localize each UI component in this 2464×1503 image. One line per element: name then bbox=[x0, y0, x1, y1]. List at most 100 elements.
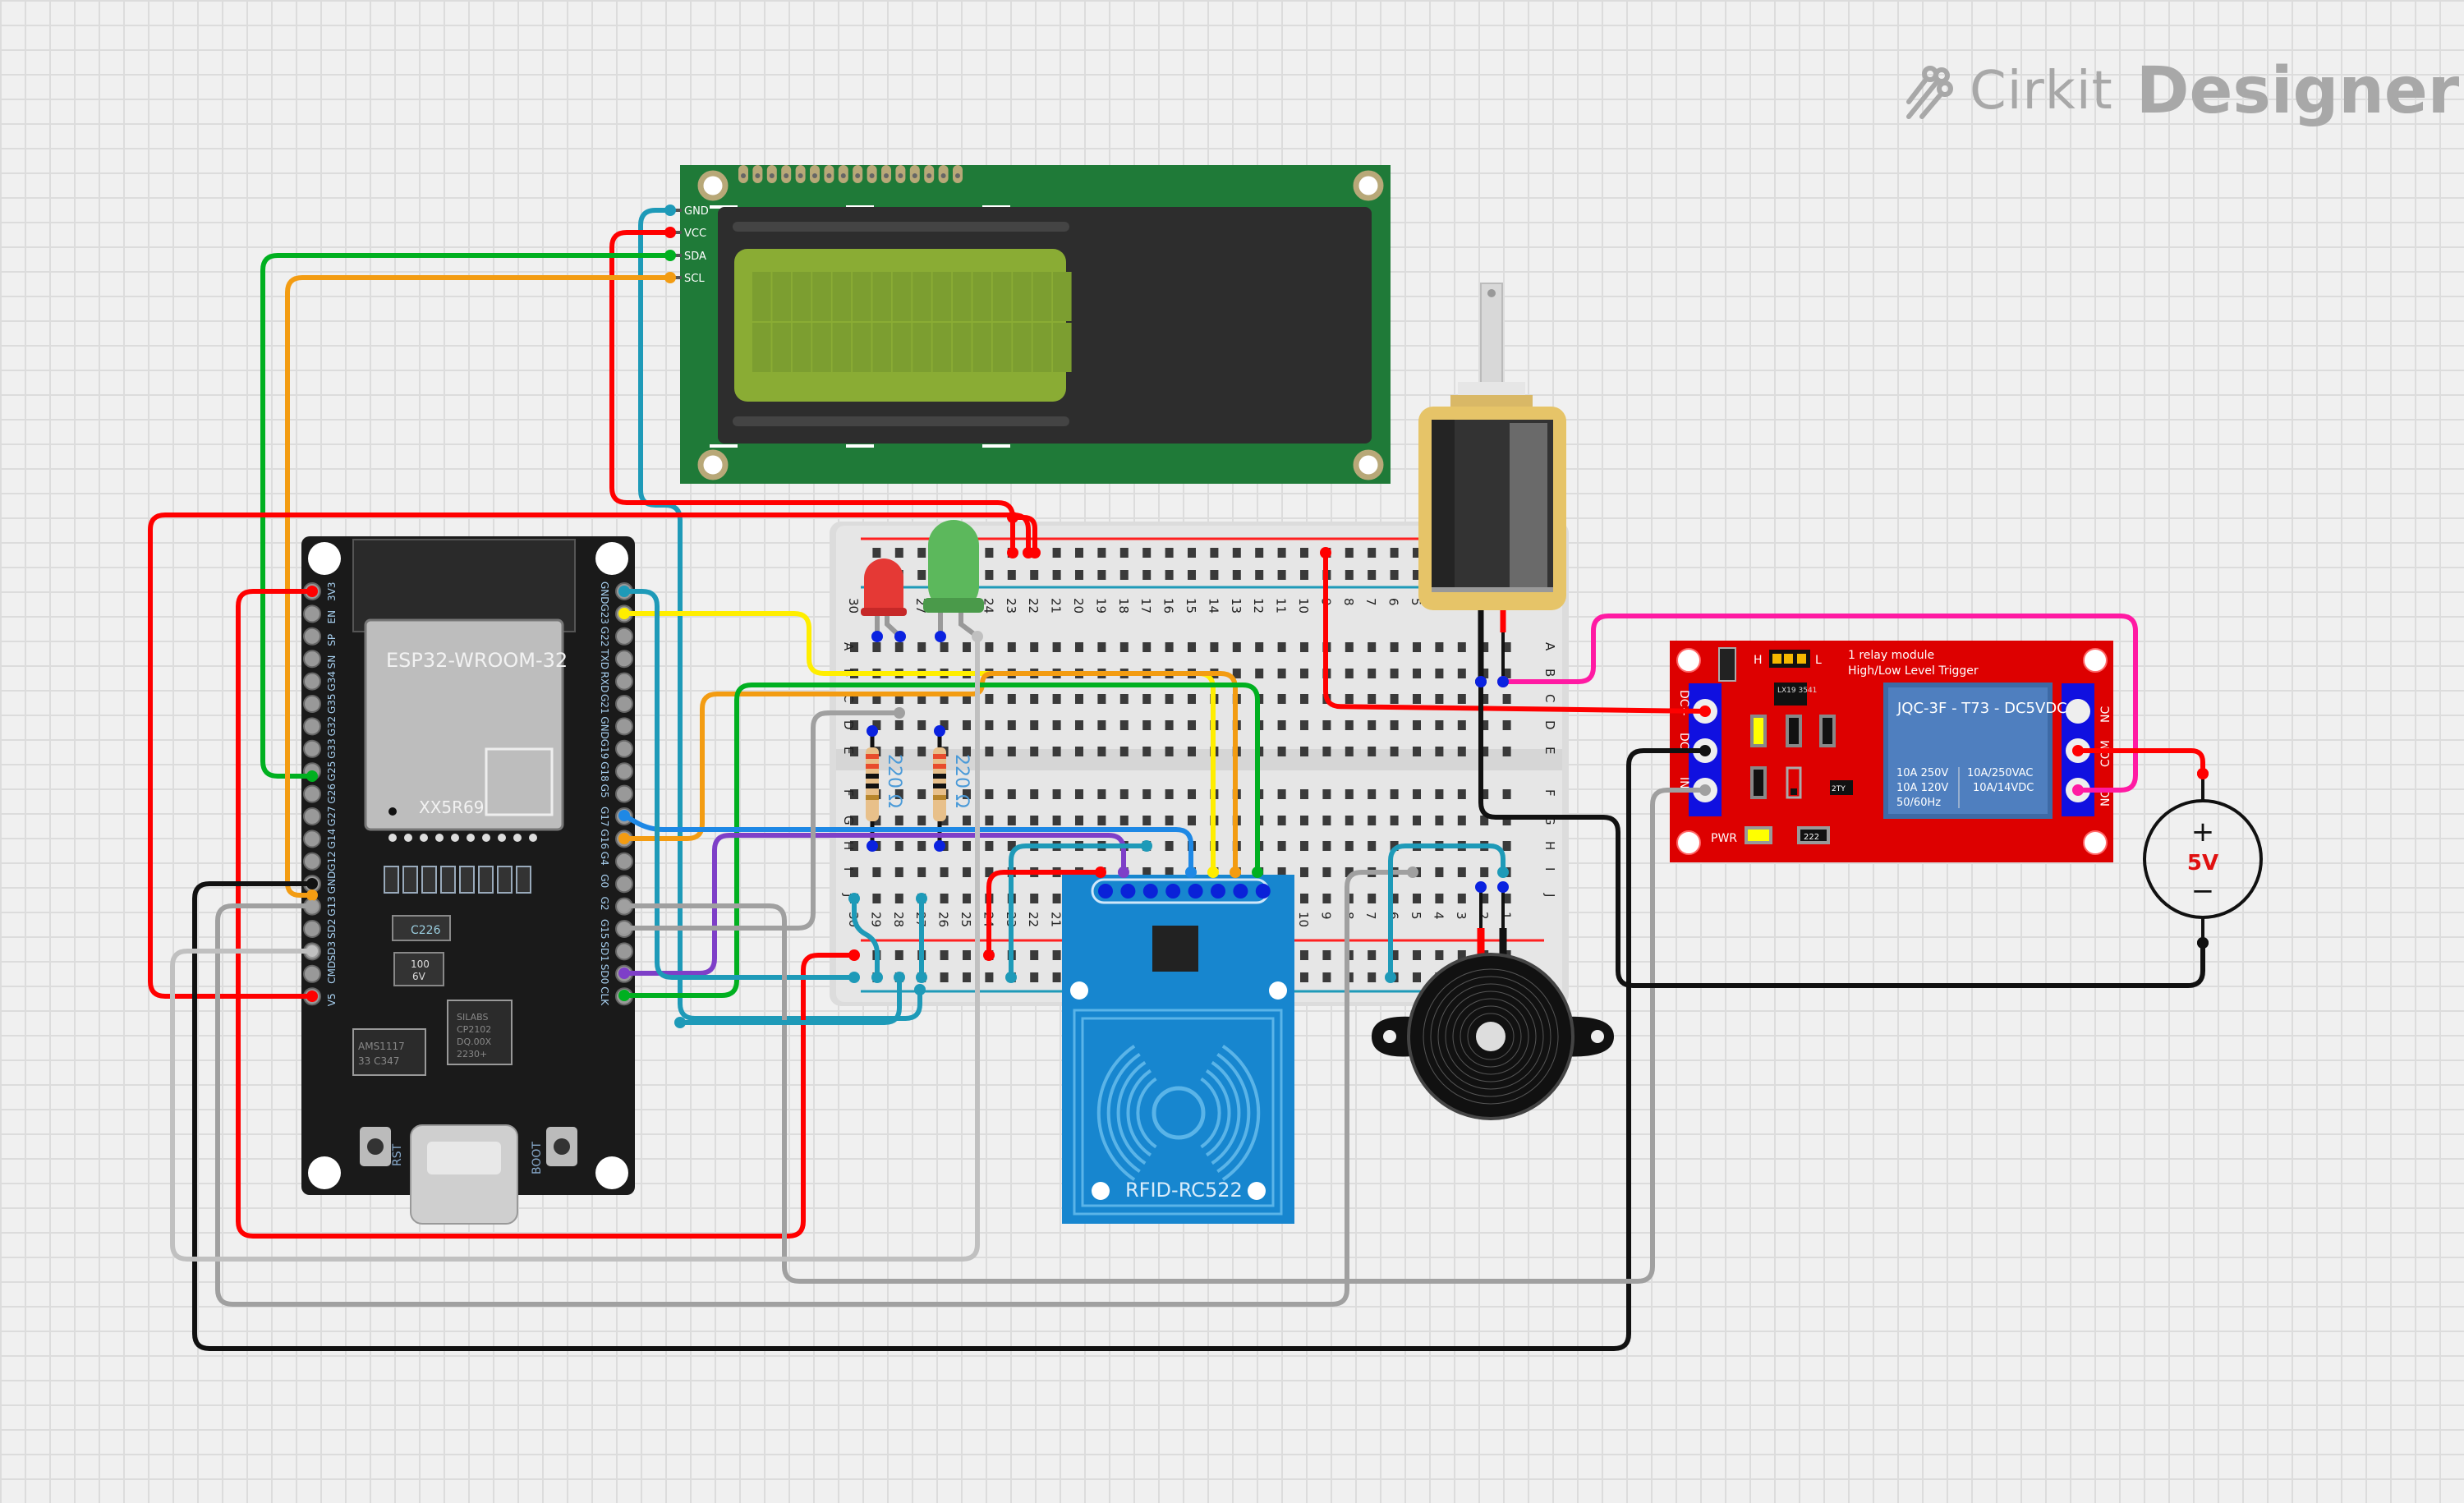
breadboard-hole[interactable] bbox=[872, 894, 881, 903]
esp32-pin[interactable] bbox=[303, 672, 321, 691]
breadboard-hole[interactable] bbox=[1322, 867, 1331, 877]
esp32-pin[interactable] bbox=[303, 920, 321, 938]
breadboard-hole[interactable] bbox=[1030, 747, 1039, 756]
breadboard-hole[interactable] bbox=[1368, 789, 1377, 799]
breadboard-hole[interactable] bbox=[1075, 642, 1083, 652]
breadboard-hole[interactable] bbox=[985, 720, 994, 730]
breadboard-hole[interactable] bbox=[1480, 867, 1489, 877]
rail-hole[interactable] bbox=[1119, 548, 1129, 558]
breadboard-hole[interactable] bbox=[872, 816, 881, 825]
breadboard-hole[interactable] bbox=[850, 867, 858, 877]
breadboard-hole[interactable] bbox=[917, 642, 926, 652]
breadboard-hole[interactable] bbox=[1390, 894, 1399, 903]
wire-endpoint[interactable] bbox=[618, 922, 630, 934]
breadboard-hole[interactable] bbox=[1457, 816, 1466, 825]
rail-hole[interactable] bbox=[940, 950, 949, 960]
breadboard-hole[interactable] bbox=[1413, 747, 1421, 756]
rfid-pin[interactable] bbox=[1142, 884, 1158, 899]
breadboard-hole[interactable] bbox=[940, 694, 949, 704]
wire-teal[interactable] bbox=[678, 975, 902, 1025]
breadboard-hole[interactable] bbox=[1142, 642, 1152, 652]
esp32-pin[interactable] bbox=[615, 672, 633, 691]
wire-black[interactable] bbox=[192, 748, 1708, 1351]
breadboard-hole[interactable] bbox=[872, 642, 881, 652]
wire-endpoint[interactable] bbox=[914, 984, 926, 995]
breadboard-hole[interactable] bbox=[1052, 694, 1061, 704]
breadboard-hole[interactable] bbox=[1232, 669, 1241, 678]
rail-hole[interactable] bbox=[963, 972, 971, 982]
breadboard-hole[interactable] bbox=[1300, 694, 1308, 704]
breadboard-hole[interactable] bbox=[1502, 720, 1511, 730]
wire-endpoint[interactable] bbox=[972, 631, 983, 642]
breadboard-hole[interactable] bbox=[1413, 669, 1421, 678]
wire-endpoint[interactable] bbox=[1252, 866, 1263, 878]
breadboard-hole[interactable] bbox=[1322, 747, 1331, 756]
esp32-pin[interactable] bbox=[615, 875, 633, 894]
esp32-pin[interactable] bbox=[303, 650, 321, 669]
breadboard-hole[interactable] bbox=[1277, 789, 1286, 799]
breadboard-hole[interactable] bbox=[963, 642, 971, 652]
breadboard-hole[interactable] bbox=[1075, 816, 1083, 825]
wire-gray[interactable] bbox=[622, 710, 902, 931]
esp32-pin[interactable] bbox=[303, 739, 321, 758]
breadboard-hole[interactable] bbox=[1007, 694, 1016, 704]
esp32-pin[interactable] bbox=[303, 852, 321, 871]
wire-endpoint[interactable] bbox=[306, 900, 318, 912]
piezo-buzzer[interactable] bbox=[1372, 887, 1614, 1120]
breadboard-hole[interactable] bbox=[894, 867, 903, 877]
breadboard-hole[interactable] bbox=[894, 894, 903, 903]
wire-endpoint[interactable] bbox=[618, 810, 630, 821]
wire-teal[interactable] bbox=[622, 589, 857, 980]
breadboard-hole[interactable] bbox=[1052, 894, 1061, 903]
wire-endpoint[interactable] bbox=[618, 586, 630, 597]
wire-teal[interactable] bbox=[638, 208, 922, 1021]
wire-endpoint[interactable] bbox=[894, 707, 905, 719]
breadboard-hole[interactable] bbox=[1502, 694, 1511, 704]
breadboard-hole[interactable] bbox=[1142, 867, 1152, 877]
rfid-pin[interactable] bbox=[1255, 884, 1271, 899]
wires[interactable] bbox=[148, 205, 2209, 1351]
breadboard-hole[interactable] bbox=[1165, 816, 1174, 825]
wire-endpoint[interactable] bbox=[848, 972, 860, 983]
breadboard-hole[interactable] bbox=[1345, 694, 1354, 704]
wire-black[interactable] bbox=[1478, 679, 2205, 988]
rail-hole[interactable] bbox=[1300, 972, 1308, 982]
breadboard-hole[interactable] bbox=[1300, 816, 1308, 825]
breadboard-hole[interactable] bbox=[1345, 867, 1354, 877]
wire-endpoint[interactable] bbox=[1699, 784, 1711, 796]
wire-teal[interactable] bbox=[852, 896, 880, 980]
breadboard-hole[interactable] bbox=[1097, 789, 1106, 799]
wire-endpoint[interactable] bbox=[1207, 866, 1219, 878]
rail-hole[interactable] bbox=[1413, 570, 1421, 580]
wire-endpoint[interactable] bbox=[2072, 745, 2084, 756]
wire-teal[interactable] bbox=[1388, 843, 1506, 980]
breadboard-hole[interactable] bbox=[1322, 816, 1331, 825]
relay-module[interactable]: DC+ DC- IN NC COM NO H L 1 relay module … bbox=[1670, 641, 2113, 862]
breadboard-hole[interactable] bbox=[1413, 642, 1421, 652]
breadboard-hole[interactable] bbox=[1142, 747, 1152, 756]
rail-hole[interactable] bbox=[1413, 548, 1421, 558]
wire-endpoint[interactable] bbox=[848, 893, 860, 904]
breadboard-hole[interactable] bbox=[1119, 816, 1129, 825]
breadboard-hole[interactable] bbox=[1435, 694, 1444, 704]
power-source-5v[interactable]: + 5V − bbox=[2143, 768, 2263, 949]
rail-hole[interactable] bbox=[1322, 950, 1331, 960]
rail-hole[interactable] bbox=[1030, 972, 1039, 982]
rail-hole[interactable] bbox=[917, 548, 926, 558]
wire-endpoint[interactable] bbox=[2197, 937, 2209, 949]
wire-endpoint[interactable] bbox=[1185, 866, 1197, 878]
rfid-pin[interactable] bbox=[1165, 884, 1181, 899]
breadboard-hole[interactable] bbox=[1457, 642, 1466, 652]
breadboard-hole[interactable] bbox=[1390, 720, 1399, 730]
wire-endpoint[interactable] bbox=[306, 770, 318, 782]
wire-gray[interactable] bbox=[622, 788, 1708, 1284]
breadboard-hole[interactable] bbox=[1322, 841, 1331, 851]
rail-hole[interactable] bbox=[940, 972, 949, 982]
breadboard-hole[interactable] bbox=[1345, 747, 1354, 756]
breadboard-hole[interactable] bbox=[1480, 789, 1489, 799]
breadboard-hole[interactable] bbox=[1413, 694, 1421, 704]
breadboard-hole[interactable] bbox=[1368, 747, 1377, 756]
rail-hole[interactable] bbox=[1210, 570, 1219, 580]
rail-hole[interactable] bbox=[1300, 570, 1308, 580]
